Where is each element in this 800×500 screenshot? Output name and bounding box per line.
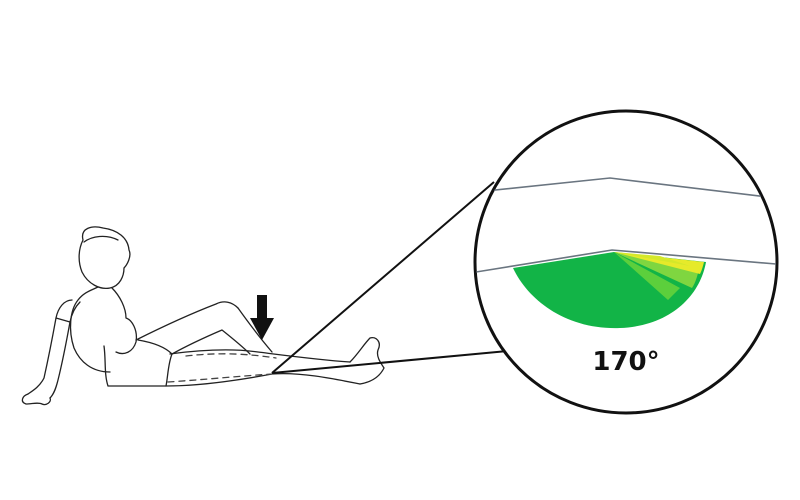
leg-dashed-outline [167,353,277,383]
person-foot [349,336,385,385]
person-chest [111,287,138,355]
seated-person-illustration [21,226,385,406]
person-bent-leg-lower [237,307,273,353]
magnified-view [476,177,776,329]
person-hair [83,235,119,243]
person-hand [21,393,52,406]
arrow-head [250,318,274,340]
magnifier-connectors [271,181,519,374]
angle-sector-yellow-ray-2 [614,252,690,266]
person-arm [27,317,57,395]
person-arm-inner [49,321,71,399]
down-arrow-icon [250,295,274,340]
angle-sector-green-ray [614,252,680,300]
person-bent-leg-inner [171,329,251,355]
arrow-shaft [257,295,267,319]
connector-top [271,181,495,374]
person-straight-leg-top [169,349,351,363]
person-bent-leg-upper [135,301,239,341]
person-sleeve [55,299,81,323]
board-bottom-edge [476,249,776,273]
person-shorts [103,339,173,387]
board-top-edge [476,177,776,199]
person-head [78,226,131,290]
person-torso [69,286,111,373]
connector-bottom [271,349,519,374]
angle-sector-yellow-ray [614,252,704,274]
angle-label: 170° [592,347,659,377]
